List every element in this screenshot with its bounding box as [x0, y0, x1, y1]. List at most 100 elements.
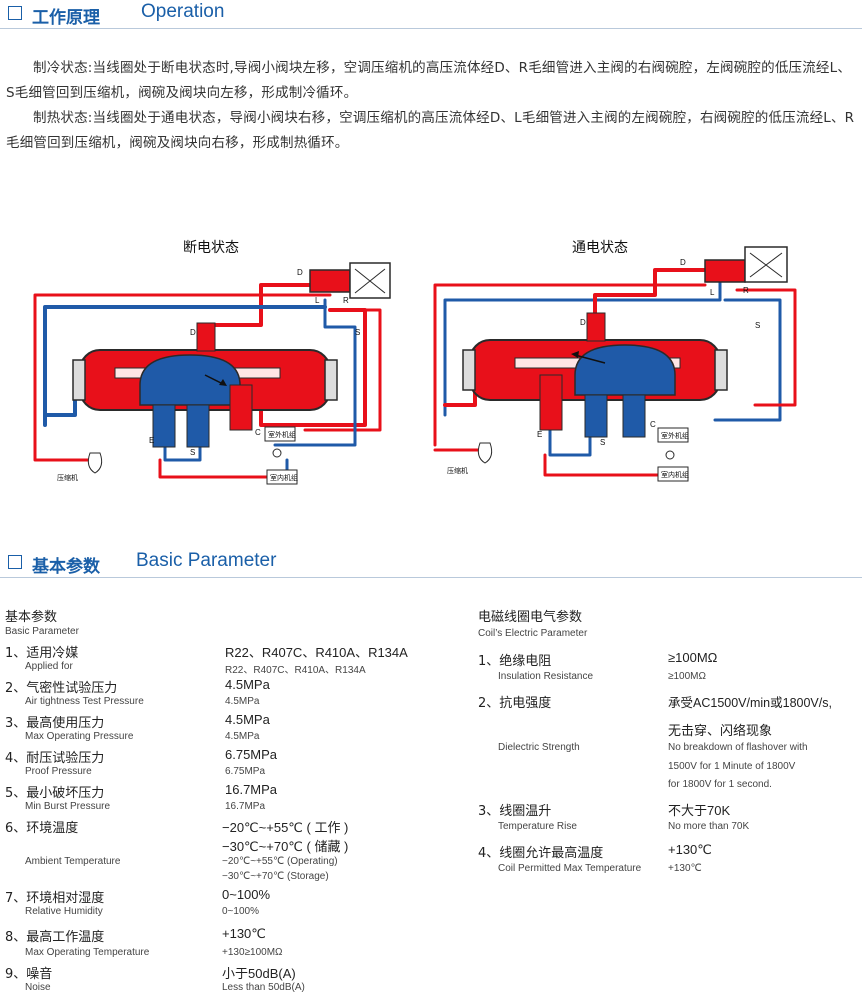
- param-9-value: 小于50dB(A): [222, 966, 296, 981]
- param-2-cn: 2、气密性试验压力: [5, 681, 118, 696]
- indoor-unit-label: 室内机组: [270, 473, 298, 482]
- coil-4-value-en: +130℃: [668, 863, 702, 874]
- coil-1-cn: 1、绝缘电阻: [478, 654, 552, 669]
- right-params-heading-en: Coil’s Electric Parameter: [478, 628, 588, 639]
- coil-2-value-en-c: for 1800V for 1 second.: [668, 779, 772, 790]
- param-3-cn: 3、最高使用压力: [5, 716, 105, 731]
- compressor-label: 压缩机: [57, 473, 78, 482]
- letter-E-right: E: [537, 430, 542, 439]
- cooling-paragraph: 制冷状态:当线圈处于断电状态时,导阀小阀块左移，空调压缩机的高压流体经D、R毛细…: [6, 60, 852, 101]
- param-3-value-en: 4.5MPa: [225, 731, 260, 742]
- diagram-right-title: 通电状态: [572, 240, 628, 256]
- param-8-value-en: +130≥100MΩ: [222, 947, 283, 958]
- param-6-value-b: −30℃~+70℃ ( 储藏 ): [222, 839, 349, 854]
- param-1-cn: 1、适用冷媒: [5, 646, 79, 661]
- coil-3-value-en: No more than 70K: [668, 821, 750, 832]
- param-1-value: R22、R407C、R410A、R134A: [225, 645, 408, 660]
- param-7-en: Relative Humidity: [25, 906, 103, 917]
- letter-S-right: S: [600, 438, 605, 447]
- section-title-en: Operation: [141, 1, 225, 22]
- diagram-left-valve: 室外机组 室内机组 压缩机 D L R D S E S C: [33, 262, 391, 485]
- param-6-value-en-b: −30℃~+70℃ (Storage): [222, 871, 329, 882]
- param-3-en: Max Operating Pressure: [25, 731, 134, 742]
- section-operation-header: 工作原理 Operation: [0, 0, 862, 30]
- letter-D-main-right: D: [580, 318, 586, 327]
- coil-3-value: 不大于70K: [668, 803, 731, 818]
- param-8-en: Max Operating Temperature: [25, 947, 150, 958]
- param-2-value: 4.5MPa: [225, 677, 270, 692]
- section-box-icon: [8, 6, 22, 20]
- section-title-cn-2: 基本参数: [32, 557, 100, 577]
- param-5-value: 16.7MPa: [225, 782, 278, 797]
- letter-D-main: D: [190, 328, 196, 337]
- letter-D-right: D: [680, 258, 686, 267]
- right-params-heading-cn: 电磁线圈电气参数: [478, 610, 583, 625]
- letter-C: C: [255, 428, 261, 437]
- section-title-cn: 工作原理: [32, 8, 100, 28]
- param-4-en: Proof Pressure: [25, 766, 92, 777]
- heating-paragraph: 制热状态:当线圈处于通电状态，导阀小阀块右移，空调压缩机的高压流体经D、L毛细管…: [6, 110, 855, 151]
- param-7-value-en: 0~100%: [222, 906, 259, 917]
- coil-2-value-b: 无击穿、闪络现象: [668, 723, 773, 738]
- param-7-value: 0~100%: [222, 887, 271, 902]
- operation-description: 制冷状态:当线圈处于断电状态时,导阀小阀块左移，空调压缩机的高压流体经D、R毛细…: [6, 56, 856, 156]
- left-params-heading-en: Basic Parameter: [5, 626, 79, 637]
- param-4-value-en: 6.75MPa: [225, 766, 266, 777]
- compressor-label-right: 压缩机: [447, 466, 468, 475]
- param-2-value-en: 4.5MPa: [225, 696, 260, 707]
- param-9-value-en: Less than 50dB(A): [222, 982, 305, 993]
- param-1-en: Applied for: [25, 661, 73, 672]
- letter-L-right: L: [710, 288, 715, 297]
- param-6-cn: 6、环境温度: [5, 821, 79, 836]
- letter-R: R: [343, 296, 349, 305]
- param-6-en: Ambient Temperature: [25, 856, 121, 867]
- section-title-en-2: Basic Parameter: [136, 550, 277, 571]
- coil-2-cn: 2、抗电强度: [478, 696, 552, 711]
- param-3-value: 4.5MPa: [225, 712, 270, 727]
- coil-4-value: +130℃: [668, 842, 712, 857]
- param-6-value: −20℃~+55℃ ( 工作 ): [222, 820, 349, 835]
- param-8-cn: 8、最高工作温度: [5, 930, 105, 945]
- letter-L: L: [315, 296, 320, 305]
- param-4-value: 6.75MPa: [225, 747, 278, 762]
- coil-2-value-en: No breakdown of flashover with: [668, 742, 808, 753]
- param-5-value-en: 16.7MPa: [225, 801, 266, 812]
- param-4-cn: 4、耐压试验压力: [5, 751, 105, 766]
- letter-E: E: [149, 436, 154, 445]
- param-5-en: Min Burst Pressure: [25, 801, 111, 812]
- diagram-left-title: 断电状态: [183, 240, 239, 256]
- indoor-unit-label-right: 室内机组: [661, 470, 689, 479]
- letter-S-pipe: S: [355, 328, 360, 337]
- param-7-cn: 7、环境相对湿度: [5, 891, 105, 906]
- param-5-cn: 5、最小破坏压力: [5, 786, 105, 801]
- param-6-value-en: −20℃~+55℃ (Operating): [222, 856, 338, 867]
- coil-4-cn: 4、线圈允许最高温度: [478, 846, 604, 861]
- letter-C-right: C: [650, 420, 656, 429]
- coil-3-en: Temperature Rise: [498, 821, 577, 832]
- coil-3-cn: 3、线圈温升: [478, 804, 552, 819]
- diagram-right-valve: 室外机组 室内机组 压缩机 D L R D S E S C: [433, 246, 797, 482]
- outdoor-unit-label-right: 室外机组: [661, 431, 689, 440]
- param-1-value-en: R22、R407C、R410A、R134A: [225, 665, 366, 676]
- coil-4-en: Coil Permitted Max Temperature: [498, 863, 642, 874]
- coil-1-value-en: ≥100MΩ: [668, 671, 706, 682]
- coil-1-en: Insulation Resistance: [498, 671, 594, 682]
- coil-1-value: ≥100MΩ: [668, 650, 718, 665]
- left-params-heading-cn: 基本参数: [5, 610, 58, 625]
- param-9-en: Noise: [25, 982, 51, 993]
- letter-R-right: R: [743, 286, 749, 295]
- param-9-cn: 9、噪音: [5, 967, 53, 982]
- letter-S-pipe-right: S: [755, 321, 760, 330]
- letter-D: D: [297, 268, 303, 277]
- param-2-en: Air tightness Test Pressure: [25, 696, 144, 707]
- param-8-value: +130℃: [222, 926, 266, 941]
- outdoor-unit-label: 室外机组: [268, 430, 296, 439]
- coil-2-value: 承受AC1500V/min或1800V/s,: [668, 696, 832, 710]
- coil-2-value-en-b: 1500V for 1 Minute of 1800V: [668, 761, 796, 772]
- coil-2-en: Dielectric Strength: [498, 742, 580, 753]
- letter-S: S: [190, 448, 195, 457]
- section-divider: [0, 28, 862, 29]
- section-divider-2: [0, 577, 862, 578]
- section-parameter-header: 基本参数 Basic Parameter: [0, 548, 862, 578]
- section-box-icon-2: [8, 555, 22, 569]
